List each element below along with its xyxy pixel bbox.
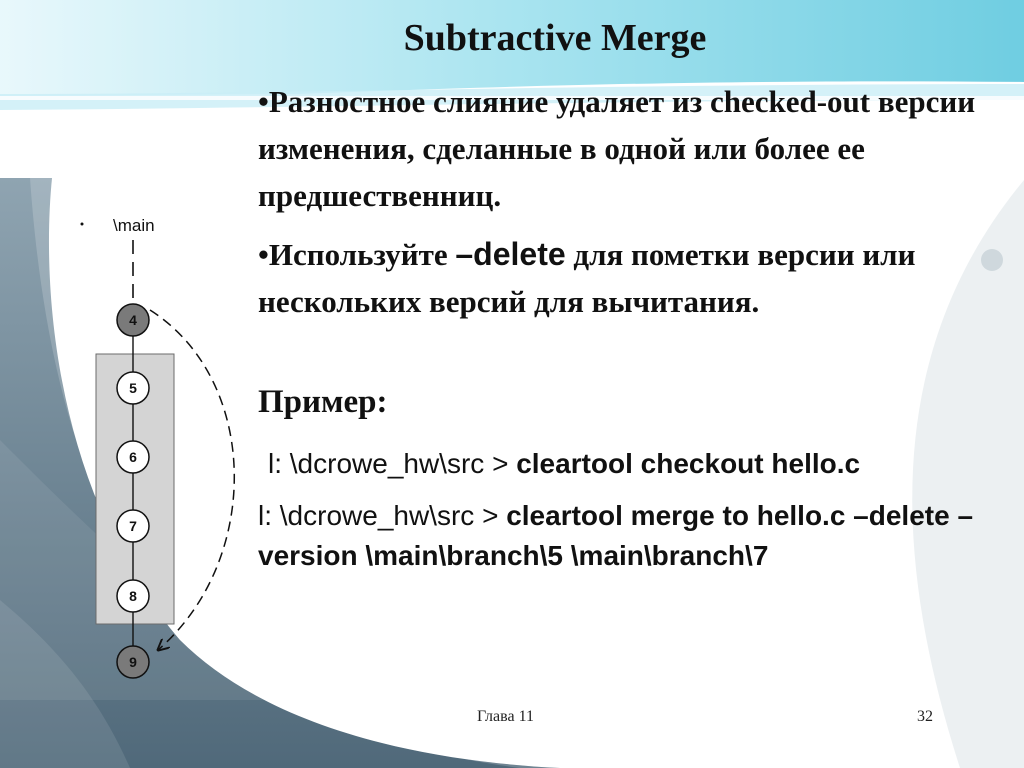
bullet-subtractive-merge-description: •Разностное слияние удаляет из checked-o… [258, 78, 1018, 219]
version-node-label: 4 [129, 312, 137, 328]
delete-option-text: –delete [455, 236, 566, 272]
stray-dot [80, 222, 84, 226]
command-prompt: l: \dcrowe_hw\src > [258, 500, 507, 531]
version-node-5: 5 [116, 371, 150, 405]
version-node-9: 9 [116, 645, 150, 679]
bullet-marker: • [258, 84, 269, 119]
version-node-label: 6 [129, 449, 137, 465]
version-node-label: 7 [129, 518, 137, 534]
version-node-8: 8 [116, 579, 150, 613]
bullet-text-before: Используйте [268, 237, 456, 272]
branch-label: \main [113, 216, 155, 235]
command-prompt: l: \dcrowe_hw\src > [268, 448, 517, 479]
version-node-label: 5 [129, 380, 137, 396]
merge-arrow [149, 309, 235, 650]
bullet-text: Разностное слияние удаляет из checked-ou… [258, 84, 976, 213]
bullet-delete-option: •Используйте –delete для пометки версии … [258, 231, 1018, 325]
version-node-6: 6 [116, 440, 150, 474]
bullet-text-after: для пометки версии или нескольких версий… [258, 237, 916, 319]
footer-page-number: 32 [917, 708, 933, 725]
version-node-4: 4 [116, 303, 150, 337]
slide-title: Subtractive Merge [403, 17, 707, 59]
version-node-7: 7 [116, 509, 150, 543]
command-line-checkout: l: \dcrowe_hw\src > cleartool checkout h… [268, 444, 1008, 484]
example-label: Пример: [258, 384, 388, 420]
version-node-label: 8 [129, 588, 137, 604]
bullet-marker: • [258, 237, 269, 272]
command-line-merge: l: \dcrowe_hw\src > cleartool merge to h… [258, 496, 1018, 576]
footer-chapter: Глава 11 [477, 708, 534, 725]
command-text: cleartool checkout hello.c [516, 448, 861, 479]
command-text: cleartool merge to hello.c –delete –vers… [258, 500, 974, 571]
version-node-label: 9 [129, 654, 137, 670]
